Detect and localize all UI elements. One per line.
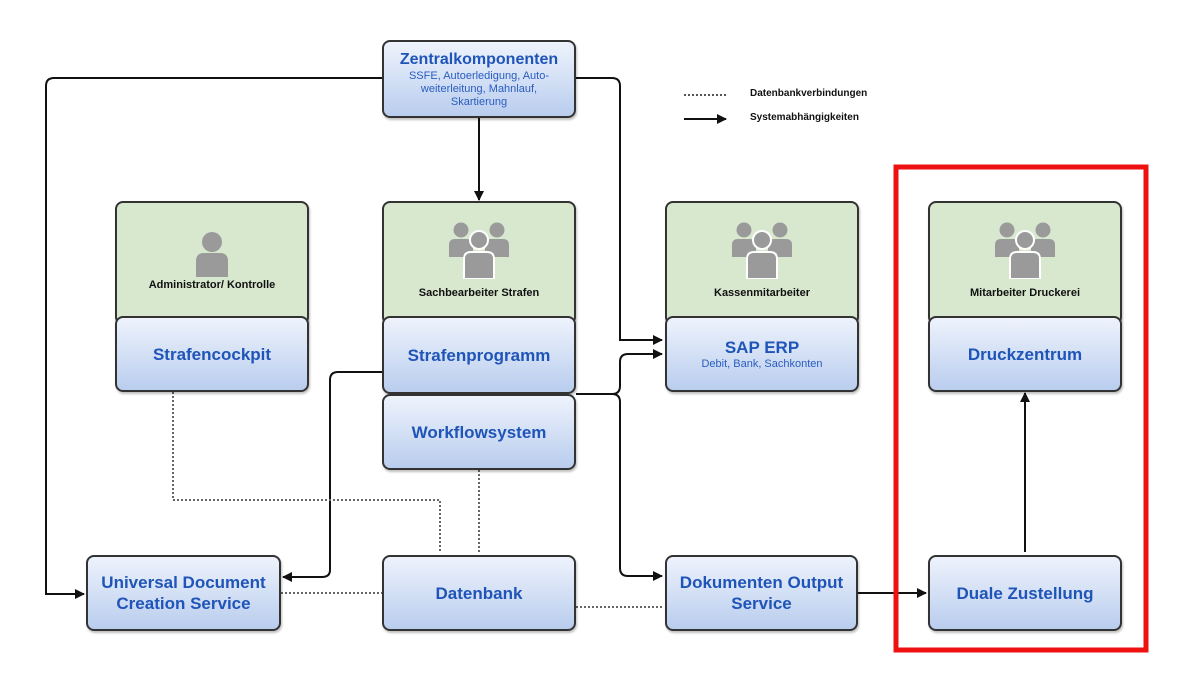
admin-role-box: Administrator/ Kontrolle [115,201,309,325]
sachbearbeiter-role-label: Sachbearbeiter Strafen [418,287,540,299]
datenbank-box[interactable]: Datenbank [382,555,576,631]
kassenmitarbeiter-role-box: Kassenmitarbeiter [665,201,859,325]
sap-erp-box[interactable]: SAP ERP Debit, Bank, Sachkonten [665,316,859,392]
strafenprogramm-title: Strafenprogramm [407,345,551,365]
user-group-icon [667,221,857,279]
user-group-icon [384,221,574,279]
workflowsystem-title: Workflowsystem [411,422,547,442]
strafenprogramm-box[interactable]: Strafenprogramm [382,316,576,394]
druckerei-role-label: Mitarbeiter Druckerei [969,287,1081,299]
db-conn-cockpit [172,392,441,552]
admin-role-label: Administrator/ Kontrolle [148,279,276,291]
duale-zustellung-title: Duale Zustellung [956,583,1094,603]
strafencockpit-box[interactable]: Strafencockpit [115,316,309,392]
druckzentrum-box[interactable]: Druckzentrum [928,316,1122,392]
highlight-frame [893,164,1149,653]
sap-erp-title: SAP ERP [724,338,800,357]
legend-db-connections: Datenbankverbindungen [750,88,868,99]
druckerei-role-box: Mitarbeiter Druckerei [928,201,1122,325]
edge-strafenprogramm-dos [576,393,663,581]
dokumenten-output-service-title: Dokumenten Output Service [679,573,844,613]
edge-strafenprogramm-sap [576,349,663,395]
edge-strafenprogramm-udcs [282,371,382,582]
sap-erp-sub: Debit, Bank, Sachkonten [701,358,823,370]
duale-zustellung-box[interactable]: Duale Zustellung [928,555,1122,631]
strafencockpit-title: Strafencockpit [152,344,272,364]
sachbearbeiter-role-box: Sachbearbeiter Strafen [382,201,576,325]
udcs-box[interactable]: Universal Document Creation Service [86,555,281,631]
single-user-icon [117,231,307,277]
user-group-icon [930,221,1120,279]
zentralkomponenten-sub: SSFE, Autoerledigung, Auto-weiterleitung… [408,70,550,108]
druckzentrum-title: Druckzentrum [967,344,1083,364]
zentralkomponenten-title: Zentralkomponenten [399,51,559,68]
kassenmitarbeiter-role-label: Kassenmitarbeiter [714,287,810,299]
edge-zentral-sap [576,77,663,345]
dokumenten-output-service-box[interactable]: Dokumenten Output Service [665,555,858,631]
legend-dependencies: Systemabhängigkeiten [750,112,859,123]
zentralkomponenten-box[interactable]: Zentralkomponenten SSFE, Autoerledigung,… [382,40,576,118]
datenbank-title: Datenbank [435,583,523,603]
udcs-title: Universal Document Creation Service [101,573,266,613]
workflowsystem-box[interactable]: Workflowsystem [382,394,576,470]
edge-zentral-udcs [45,77,382,599]
